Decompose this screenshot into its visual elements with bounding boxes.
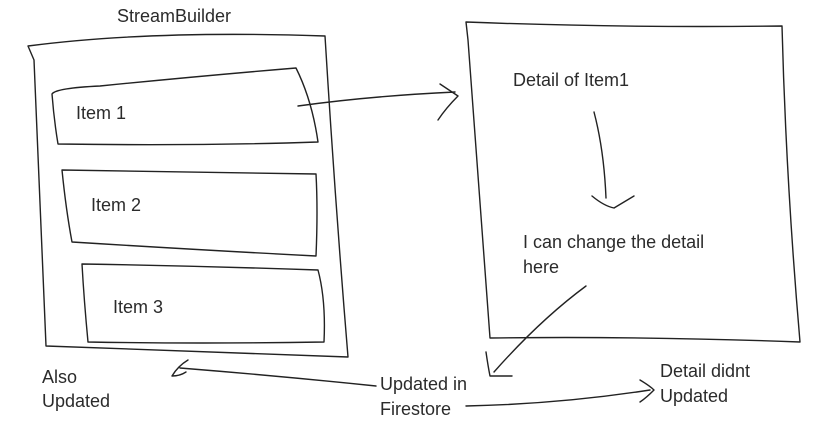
item-2-box (61, 169, 318, 257)
detail-title: Detail of Item1 (513, 70, 629, 90)
firestore-line2: Firestore (380, 399, 451, 419)
edit-text-line1: I can change the detail (523, 232, 704, 252)
item-1-box (51, 67, 319, 146)
firestore-line1: Updated in (380, 374, 467, 394)
update-arrow (485, 285, 587, 377)
also-updated-line2: Updated (42, 391, 110, 411)
detail-box (465, 21, 801, 343)
item-3-label: Item 3 (113, 297, 163, 317)
not-updated-arrow (465, 379, 655, 407)
detail-status-line1: Detail didnt (660, 361, 750, 381)
edit-text-line2: here (523, 257, 559, 277)
down-arrow (591, 111, 635, 209)
item-2-label: Item 2 (91, 195, 141, 215)
item-3-box (81, 263, 326, 344)
navigate-arrow (297, 83, 459, 121)
also-updated-line1: Also (42, 367, 77, 387)
item-1-label: Item 1 (76, 103, 126, 123)
detail-status-line2: Updated (660, 386, 728, 406)
also-updated-arrow (171, 359, 377, 387)
streambuilder-box (27, 33, 349, 358)
streambuilder-label: StreamBuilder (117, 6, 231, 26)
